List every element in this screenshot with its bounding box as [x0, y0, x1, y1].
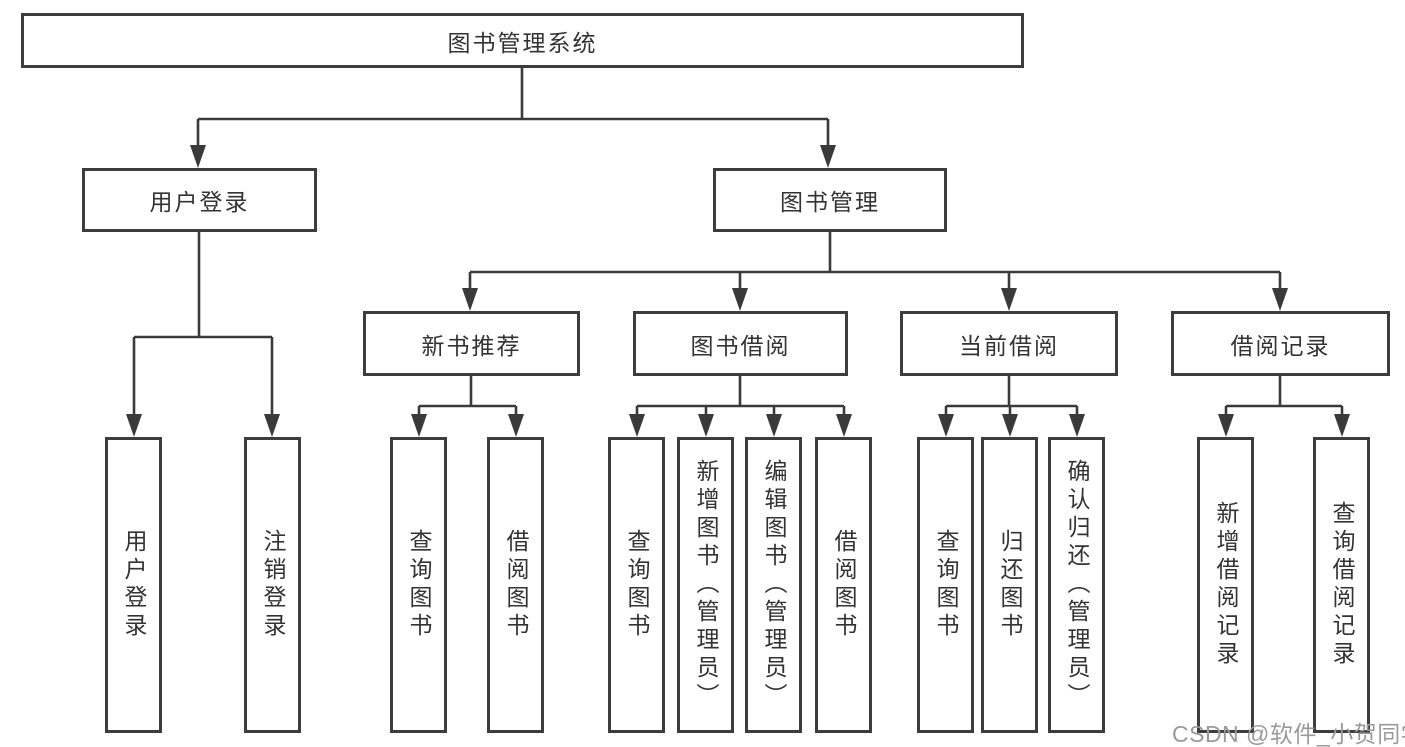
connector-book-mgmt-to-level3	[468, 232, 1282, 290]
connector-book-borrowing-to-leaves	[635, 376, 846, 416]
leaf-label: 查询图书	[624, 529, 650, 641]
leaf-query-books-current: 查询图书	[917, 437, 974, 733]
leaf-add-borrow-record: 新增借阅记录	[1197, 437, 1254, 733]
arrowhead-icon	[1272, 288, 1288, 311]
node-label: 借阅记录	[1230, 332, 1331, 359]
arrowhead-icon	[1334, 414, 1350, 437]
arrowhead-icon	[820, 145, 836, 168]
arrowhead-icon	[766, 414, 782, 437]
node-borrow-records: 借阅记录	[1171, 311, 1390, 376]
leaf-label: 查询图书	[933, 529, 959, 641]
leaf-borrow-books-recommend: 借阅图书	[487, 437, 544, 733]
arrowhead-icon	[264, 414, 280, 437]
arrowhead-icon	[629, 414, 645, 437]
connector-root-to-level2	[196, 68, 830, 147]
arrowhead-icon	[1218, 414, 1234, 437]
leaf-edit-book-admin: 编辑图书（管理员）	[745, 437, 802, 733]
leaf-label: 查询借阅记录	[1329, 501, 1355, 669]
arrowhead-icon	[938, 414, 954, 437]
node-book-borrowing: 图书借阅	[633, 311, 848, 376]
csdn-watermark: CSDN @软件_小贺同学	[1172, 721, 1405, 747]
leaf-label: 用户登录	[121, 529, 147, 641]
arrowhead-icon	[126, 414, 142, 437]
leaf-label: 确认归还（管理员）	[1064, 459, 1090, 711]
arrowhead-icon	[508, 414, 524, 437]
connector-current-borrowing-to-leaves	[944, 376, 1079, 416]
node-current-borrowing: 当前借阅	[900, 311, 1118, 376]
arrowhead-icon	[190, 145, 206, 168]
node-label: 当前借阅	[959, 332, 1059, 359]
arrowhead-icon	[462, 288, 478, 311]
arrowhead-icon	[698, 414, 714, 437]
node-label: 新书推荐	[421, 332, 522, 359]
arrowhead-icon	[1069, 414, 1085, 437]
leaf-add-book-admin: 新增图书（管理员）	[677, 437, 734, 733]
connector-borrow-records-to-leaves	[1224, 376, 1344, 416]
connector-user-login-to-leaves	[132, 232, 274, 416]
leaf-query-books-recommend: 查询图书	[390, 437, 447, 733]
node-root-library-system: 图书管理系统	[21, 13, 1024, 68]
node-label: 图书借阅	[690, 332, 791, 359]
node-label: 图书管理	[780, 189, 880, 215]
arrowhead-icon	[1002, 414, 1018, 437]
leaf-label: 注销登录	[260, 529, 286, 641]
arrowhead-icon	[836, 414, 852, 437]
leaf-label: 查询图书	[406, 529, 432, 641]
node-label: 用户登录	[149, 189, 250, 215]
leaf-user-login: 用户登录	[105, 437, 162, 733]
leaf-query-borrow-record: 查询借阅记录	[1313, 437, 1370, 733]
leaf-label: 归还图书	[997, 529, 1023, 641]
leaf-label: 编辑图书（管理员）	[761, 459, 787, 711]
node-label: 图书管理系统	[447, 29, 598, 56]
node-book-management: 图书管理	[713, 168, 947, 232]
arrowhead-icon	[411, 414, 427, 437]
node-new-book-recommendation: 新书推荐	[363, 311, 580, 376]
arrowhead-icon	[732, 288, 748, 311]
arrowhead-icon	[1001, 288, 1017, 311]
leaf-borrow-books-borrowing: 借阅图书	[815, 437, 872, 733]
leaf-confirm-return-admin: 确认归还（管理员）	[1048, 437, 1105, 733]
leaf-label: 新增图书（管理员）	[693, 459, 719, 711]
leaf-return-book: 归还图书	[981, 437, 1038, 733]
connector-new-book-to-leaves	[417, 376, 518, 416]
leaf-query-books-borrowing: 查询图书	[608, 437, 665, 733]
node-user-login: 用户登录	[82, 168, 317, 232]
leaf-label: 新增借阅记录	[1213, 501, 1239, 669]
leaf-logout: 注销登录	[244, 437, 301, 733]
leaf-label: 借阅图书	[831, 529, 857, 641]
leaf-label: 借阅图书	[503, 529, 529, 641]
